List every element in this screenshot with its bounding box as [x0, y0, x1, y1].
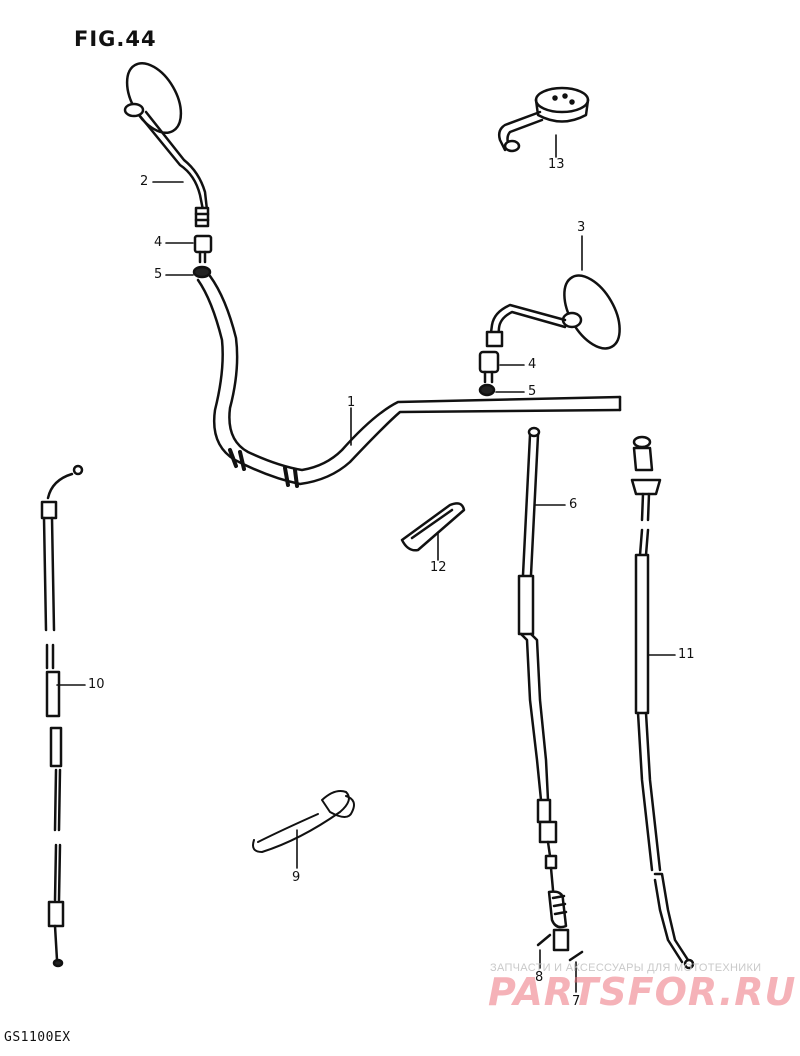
watermark-logo: PARTSFOR.RU [488, 970, 797, 1014]
part-screws [536, 933, 584, 962]
part-handlebar [196, 274, 622, 488]
callout-6: 6 [569, 497, 578, 512]
callout-4-right: 4 [528, 357, 537, 372]
figure-title: FIG.44 [74, 27, 157, 51]
part-clamp [400, 502, 466, 552]
callout-9: 9 [292, 870, 301, 885]
callout-3: 3 [577, 220, 586, 235]
part-left-adaptor [192, 234, 213, 279]
callout-13: 13 [548, 157, 565, 172]
leader-lines [56, 134, 676, 993]
part-cable-10 [40, 464, 84, 968]
part-right-mirror [485, 274, 621, 350]
watermark-caption: ЗАПЧАСТИ И АКСЕССУАРЫ ДЛЯ МОТОТЕХНИКИ [490, 962, 762, 974]
model-label: GS1100EX [4, 1030, 71, 1045]
part-right-adaptor [478, 350, 500, 397]
callout-5-left: 5 [154, 267, 163, 282]
part-wire-clip [252, 790, 355, 853]
callout-11: 11 [678, 647, 695, 662]
part-cable-6 [517, 426, 570, 952]
callout-4-left: 4 [154, 235, 163, 250]
callout-8: 8 [535, 970, 544, 985]
callout-12: 12 [430, 560, 447, 575]
callout-7: 7 [572, 994, 581, 1009]
callout-2: 2 [140, 174, 149, 189]
callout-10: 10 [88, 677, 105, 692]
part-cable-11 [630, 435, 695, 970]
part-meter [497, 86, 590, 153]
callout-1: 1 [347, 395, 356, 410]
callout-5-right: 5 [528, 384, 537, 399]
part-left-mirror [123, 62, 210, 228]
